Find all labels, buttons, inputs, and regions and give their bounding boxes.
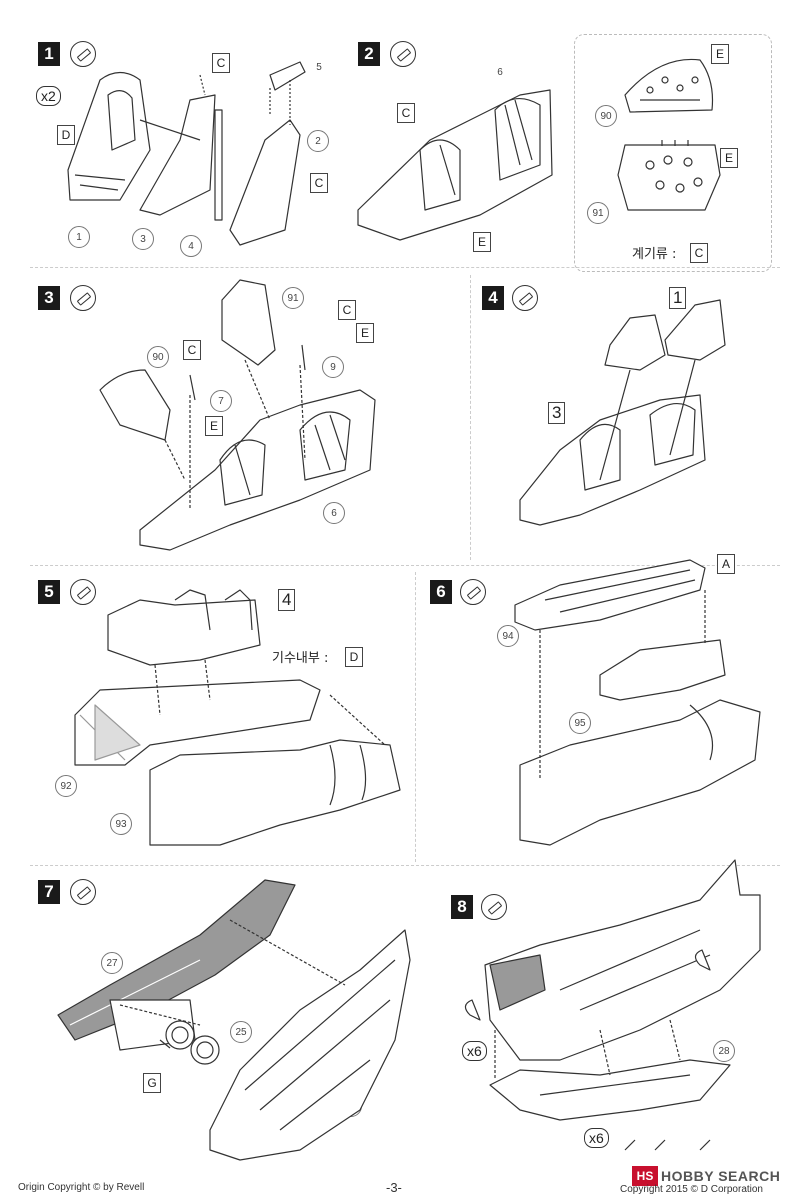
part-callout: 27 xyxy=(101,952,123,974)
part-callout: 1 xyxy=(669,287,687,309)
seat-frame-part-2 xyxy=(229,61,306,246)
glue-icon xyxy=(70,579,96,605)
footer-right: Copyright 2015 © D Corporation xyxy=(620,1184,763,1195)
cockpit-tub-part-6 xyxy=(357,89,553,241)
part-callout: 9 xyxy=(322,356,344,378)
fuselage-half-part-26 xyxy=(209,929,411,1161)
rod-part-4 xyxy=(214,109,223,221)
seat-part-1 xyxy=(67,71,151,201)
divider xyxy=(30,565,780,566)
divider xyxy=(30,267,780,268)
paint-letter: E xyxy=(356,323,374,343)
cockpit-subassembly-4 xyxy=(107,589,261,666)
engine-nozzles-part-25 xyxy=(159,1020,220,1065)
paint-letter: E xyxy=(720,148,738,168)
divider xyxy=(470,275,471,560)
paint-letter: D xyxy=(57,125,75,145)
part-callout: 94 xyxy=(497,625,519,647)
instrument-panel-inset xyxy=(574,34,772,272)
part-callout: 2 xyxy=(307,130,329,152)
panel-part-90 xyxy=(99,369,171,441)
paint-letter: E xyxy=(711,44,729,64)
paint-letter: E xyxy=(205,416,223,436)
quantity-multiplier: x6 xyxy=(584,1128,609,1148)
instrument-label: 계기류 : xyxy=(632,247,677,262)
step-number: 3 xyxy=(38,286,60,310)
step-number: 8 xyxy=(451,895,473,919)
paint-letter: C xyxy=(212,53,230,73)
step-number: 2 xyxy=(358,42,380,66)
paint-letter: A xyxy=(717,554,735,574)
paint-letter: E xyxy=(473,232,491,252)
paint-letter: C xyxy=(397,103,415,123)
part-callout: 1 xyxy=(68,226,90,248)
part-callout: 3 xyxy=(132,228,154,250)
part-callout: 6 xyxy=(490,62,510,82)
paint-letter: C xyxy=(183,340,201,360)
glue-icon xyxy=(460,579,486,605)
step-number: 1 xyxy=(38,42,60,66)
page-number: -3- xyxy=(386,1180,402,1195)
part-callout: 90 xyxy=(595,105,617,127)
part-callout: 6 xyxy=(323,502,345,524)
step-number: 7 xyxy=(38,880,60,904)
paint-letter: C xyxy=(310,173,328,193)
step-number: 4 xyxy=(482,286,504,310)
divider xyxy=(30,865,780,866)
divider xyxy=(415,572,416,862)
glue-icon xyxy=(70,285,96,311)
part-callout: 25 xyxy=(230,1021,252,1043)
quantity-multiplier: x6 xyxy=(462,1041,487,1061)
part-callout: 5 xyxy=(309,57,329,77)
part-callout: 3 xyxy=(548,402,566,424)
instrument-panel-part-90 xyxy=(624,58,714,113)
fuselage-step8 xyxy=(484,859,761,1061)
hobbysearch-logo: HS xyxy=(632,1166,658,1186)
part-callout: 4 xyxy=(180,235,202,257)
cockpit-tub-with-seats xyxy=(519,299,726,526)
quantity-multiplier: x2 xyxy=(36,86,61,106)
intake-part-27 xyxy=(57,879,296,1051)
fuselage-step6 xyxy=(519,699,761,846)
part-callout: 90 xyxy=(147,346,169,368)
glue-icon xyxy=(70,879,96,905)
part-callout: 4 xyxy=(278,589,296,611)
paint-letter: C xyxy=(690,243,708,263)
nose-interior-part-92 xyxy=(74,679,321,766)
part-callout: 92 xyxy=(55,775,77,797)
lower-wing-part-28 xyxy=(489,1059,731,1121)
footer-left: Origin Copyright © by Revell xyxy=(18,1182,145,1193)
part-callout: 93 xyxy=(110,813,132,835)
panel-part-91 xyxy=(221,279,276,366)
part-callout: 91 xyxy=(587,202,609,224)
paint-letter: C xyxy=(338,300,356,320)
glue-icon xyxy=(70,41,96,67)
part-callout: 7 xyxy=(210,390,232,412)
nose-interior-label: 기수내부 : xyxy=(272,651,329,666)
paint-letter: D xyxy=(345,647,363,667)
instrument-panel-part-91 xyxy=(617,140,721,211)
paint-letter: G xyxy=(143,1073,161,1093)
upper-part-94 xyxy=(514,559,706,631)
step-number: 5 xyxy=(38,580,60,604)
glue-icon xyxy=(390,41,416,67)
fuselage-part-93 xyxy=(149,739,401,846)
cockpit-part-95 xyxy=(599,639,726,701)
glue-icon xyxy=(512,285,538,311)
cockpit-tub-part-6-step3 xyxy=(139,389,376,551)
watermark-text: HOBBY SEARCH xyxy=(661,1168,781,1184)
part-callout: 95 xyxy=(569,712,591,734)
glue-icon xyxy=(481,894,507,920)
seat-side-part-3 xyxy=(139,94,216,216)
step-number: 6 xyxy=(430,580,452,604)
part-callout: 91 xyxy=(282,287,304,309)
part-callout: 28 xyxy=(713,1040,735,1062)
